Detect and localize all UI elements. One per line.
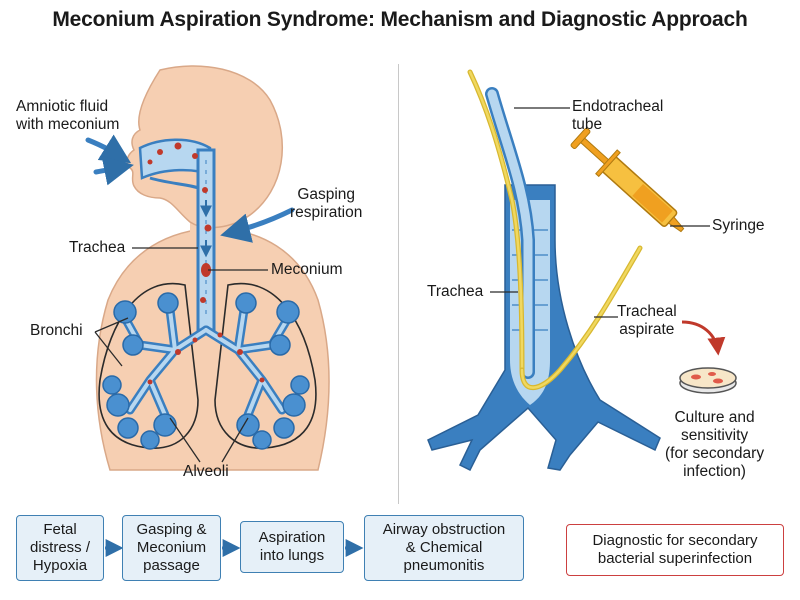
to-culture-arrow xyxy=(681,320,726,356)
label-amniotic-fluid: Amniotic fluid with meconium xyxy=(16,98,120,133)
right-leaders xyxy=(490,107,710,318)
flow-step-airway-obstruction: Airway obstruction & Chemical pneumoniti… xyxy=(364,515,524,581)
label-tracheal-aspirate: Tracheal aspirate xyxy=(617,303,677,338)
bronchial-tree xyxy=(120,305,293,420)
lungs xyxy=(98,282,317,449)
flow-step-aspiration: Aspiration into lungs xyxy=(240,521,344,573)
left-leaders xyxy=(94,247,268,463)
flow-arrows-left xyxy=(85,134,295,243)
label-endotracheal-tube: Endotracheal tube xyxy=(572,98,664,133)
syringe xyxy=(570,127,685,233)
alveoli-clusters xyxy=(102,292,310,450)
label-bronchi: Bronchi xyxy=(30,322,83,339)
endotracheal-tube xyxy=(467,69,643,391)
diagnostic-box: Diagnostic for secondary bacterial super… xyxy=(566,524,784,576)
label-trachea-left: Trachea xyxy=(69,239,126,256)
label-alveoli: Alveoli xyxy=(183,463,229,480)
culture-dish xyxy=(679,367,737,394)
flow-step-gasping-meconium: Gasping & Meconium passage xyxy=(122,515,221,581)
label-gasping-respiration: Gasping respiration xyxy=(290,186,363,221)
label-trachea-right: Trachea xyxy=(427,283,484,300)
diagram-title: Meconium Aspiration Syndrome: Mechanism … xyxy=(52,8,748,31)
label-culture-sensitivity: Culture and sensitivity (for secondary i… xyxy=(665,409,765,480)
label-meconium: Meconium xyxy=(271,261,343,278)
flow-step-fetal-distress: Fetal distress / Hypoxia xyxy=(16,515,104,581)
label-syringe: Syringe xyxy=(712,217,765,234)
meconium-particles xyxy=(147,142,265,385)
panel-divider xyxy=(398,64,399,504)
trachea-left xyxy=(196,148,216,332)
